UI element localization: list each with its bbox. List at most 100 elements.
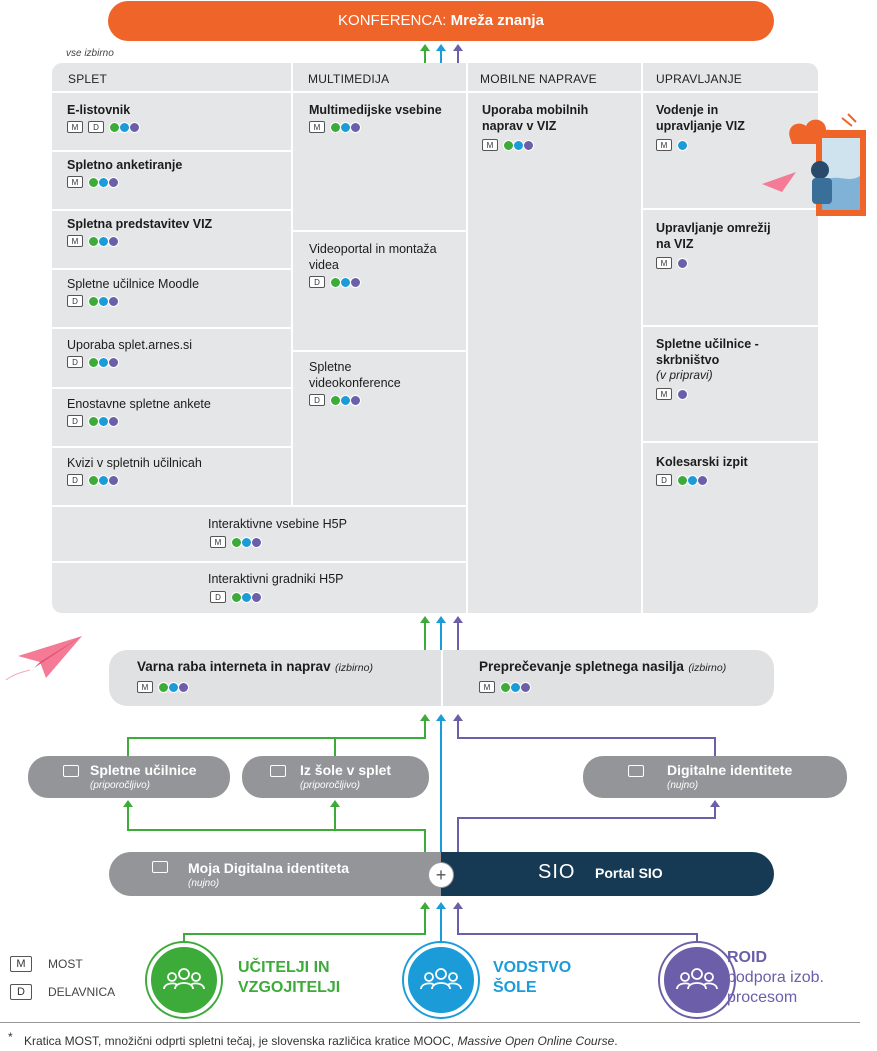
most-badge: M xyxy=(67,121,83,133)
course-title: Digitalne identitete xyxy=(667,762,792,778)
most-badge: M xyxy=(309,121,325,133)
course-iz-sole-v-splet[interactable]: Iz šole v splet (priporočljivo) xyxy=(242,756,429,798)
divider xyxy=(291,63,293,506)
roid-dot xyxy=(520,682,531,693)
most-badge: M xyxy=(67,235,83,247)
divider xyxy=(52,209,291,211)
roid-dot xyxy=(523,140,534,151)
course-videokonference[interactable]: Spletne videokonference D xyxy=(309,359,429,406)
divider xyxy=(291,230,466,232)
portal-sio[interactable]: SIO Portal SIO xyxy=(441,852,774,896)
roid-label: ROID podpora izob. procesom xyxy=(727,948,824,1008)
course-title: Vodenje in upravljanje VIZ xyxy=(656,102,756,134)
course-spletna-predstavitev[interactable]: Spletna predstavitev VIZ M xyxy=(67,216,212,247)
course-vodenje-viz[interactable]: Vodenje in upravljanje VIZ M xyxy=(656,102,756,151)
course-title: Kvizi v spletnih učilnicah xyxy=(67,455,202,471)
course-upravljanje-omrezij[interactable]: Upravljanje omrežij na VIZ M xyxy=(656,220,786,269)
roid-dot xyxy=(677,389,688,400)
divider xyxy=(52,150,291,152)
course-h5p-vsebine[interactable]: Interaktivne vsebine H5P M xyxy=(208,516,347,548)
course-multimedijske-vsebine[interactable]: Multimedijske vsebine M xyxy=(309,102,454,133)
most-badge: M xyxy=(479,681,495,693)
label-line: VODSTVO xyxy=(493,958,571,978)
course-title: Uporaba mobilnih naprav v VIZ xyxy=(482,102,602,134)
roid-dot xyxy=(108,475,119,486)
course-moodle[interactable]: Spletne učilnice Moodle D xyxy=(67,276,199,307)
course-spletne-ucilnice[interactable]: Spletne učilnice (priporočljivo) xyxy=(28,756,230,798)
course-note: (nujno) xyxy=(667,780,698,791)
divider xyxy=(441,650,443,706)
course-title: Kolesarski izpit xyxy=(656,454,748,470)
course-title: Varna raba interneta in naprav xyxy=(137,659,331,674)
roid-dot xyxy=(108,296,119,307)
course-title: Spletne učilnice Moodle xyxy=(67,276,199,292)
workshop-badge: D xyxy=(88,121,104,133)
workshop-badge: D xyxy=(67,415,83,427)
column-header-splet: SPLET xyxy=(68,72,107,86)
course-title: Multimedijske vsebine xyxy=(309,102,454,118)
roid-dot xyxy=(108,177,119,188)
leadership-label: VODSTVO ŠOLE xyxy=(493,958,571,998)
workshop-badge: D xyxy=(210,591,226,603)
course-note: (izbirno) xyxy=(688,662,726,674)
conference-banner[interactable]: KONFERENCA: Mreža znanja xyxy=(108,1,774,41)
sio-logo: SIO xyxy=(538,861,575,884)
label-line: ROID xyxy=(727,948,824,968)
divider xyxy=(52,268,291,270)
footnote-star: * xyxy=(8,1030,13,1044)
teachers-circle xyxy=(147,943,221,1017)
workshop-badge: D xyxy=(309,276,325,288)
teachers-label: UČITELJI IN VZGOJITELJI xyxy=(238,958,340,998)
person-at-window-illustration xyxy=(756,112,874,224)
course-digitalne-identitete[interactable]: Digitalne identitete (nujno) xyxy=(583,756,847,798)
most-badge: M xyxy=(137,681,153,693)
roid-dot xyxy=(251,537,262,548)
course-title: Moja Digitalna identiteta xyxy=(188,860,349,876)
legend-most: MOST xyxy=(48,957,83,971)
course-varna-raba[interactable]: Varna raba interneta in naprav (izbirno)… xyxy=(137,658,373,693)
footnote-text: Kratica MOST, množični odprti spletni te… xyxy=(24,1034,454,1048)
roid-dot xyxy=(350,395,361,406)
column-header-multimedija: MULTIMEDIJA xyxy=(308,72,389,86)
course-splet-arnes[interactable]: Uporaba splet.arnes.si D xyxy=(67,337,192,368)
workshop-badge: D xyxy=(67,295,83,307)
roid-dot xyxy=(697,475,708,486)
legend-delavnica: DELAVNICA xyxy=(48,985,115,999)
most-badge: M xyxy=(656,139,672,151)
course-preprecevanje-nasilja[interactable]: Preprečevanje spletnega nasilja (izbirno… xyxy=(479,658,726,693)
course-kolesarski-izpit[interactable]: Kolesarski izpit D xyxy=(656,454,748,486)
course-enostavne-ankete[interactable]: Enostavne spletne ankete D xyxy=(67,396,211,427)
course-videoportal[interactable]: Videoportal in montaža videa D xyxy=(309,241,454,288)
label-line: procesom xyxy=(727,988,824,1008)
paper-plane-icon xyxy=(4,634,84,684)
roid-dot xyxy=(677,258,688,269)
workshop-badge: D xyxy=(656,474,672,486)
most-badge: M xyxy=(656,388,672,400)
divider xyxy=(52,387,291,389)
label-line: podpora izob. xyxy=(727,968,824,988)
course-title: Spletno anketiranje xyxy=(67,157,182,173)
footnote-italic: Massive Open Online Course xyxy=(458,1034,615,1048)
roid-dot xyxy=(108,357,119,368)
course-h5p-gradniki[interactable]: Interaktivni gradniki H5P D xyxy=(208,571,343,603)
course-kvizi[interactable]: Kvizi v spletnih učilnicah D xyxy=(67,455,202,486)
panel-arrows xyxy=(415,614,465,652)
roid-dot xyxy=(178,682,189,693)
course-spletno-anketiranje[interactable]: Spletno anketiranje M xyxy=(67,157,182,188)
divider xyxy=(52,327,291,329)
group-icon xyxy=(408,947,474,1013)
workshop-legend-icon: D xyxy=(10,984,32,1000)
course-note: (priporočljivo) xyxy=(300,780,360,791)
course-mobilne-naprave[interactable]: Uporaba mobilnih naprav v VIZ M xyxy=(482,102,602,151)
roid-dot xyxy=(350,122,361,133)
most-badge: M xyxy=(210,536,226,548)
workshop-badge: D xyxy=(309,394,325,406)
course-skrbnistvo[interactable]: Spletne učilnice - skrbništvo (v priprav… xyxy=(656,336,766,400)
course-title: Videoportal in montaža videa xyxy=(309,241,454,273)
roid-dot xyxy=(108,416,119,427)
label-line: ŠOLE xyxy=(493,978,571,998)
column-header-upravljanje: UPRAVLJANJE xyxy=(656,72,742,86)
moja-digitalna-identiteta[interactable]: Moja Digitalna identiteta (nujno) xyxy=(109,852,443,896)
divider xyxy=(52,91,818,93)
